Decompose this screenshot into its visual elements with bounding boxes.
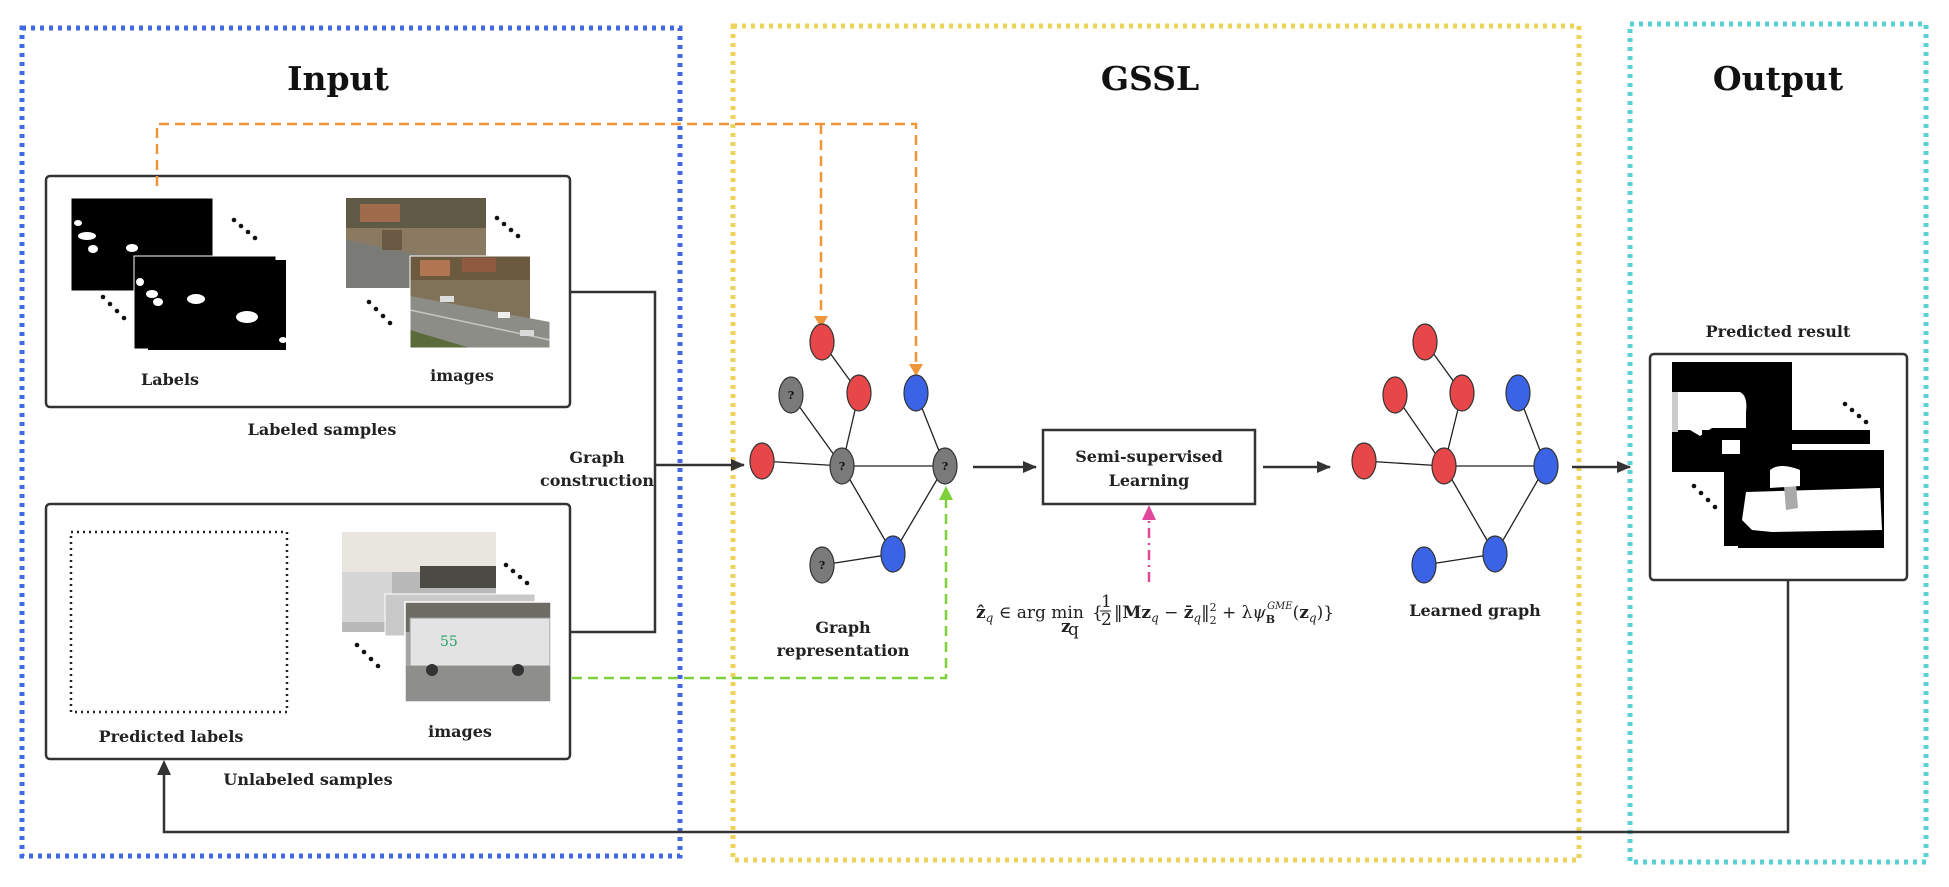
ssl-box-label: Semi-supervised	[1075, 447, 1223, 466]
labeled-images-caption: images	[430, 366, 494, 385]
orange-arrowhead-1	[814, 316, 828, 328]
svg-text:ẑq ∈ arg min: ẑq ∈ arg min	[976, 603, 1084, 625]
output-title: Output	[1713, 59, 1844, 98]
svg-text:2: 2	[1101, 610, 1112, 630]
unlabeled-to-graph-connector	[570, 465, 657, 634]
learned-graph	[1351, 323, 1559, 584]
svg-text:z: z	[1061, 617, 1071, 637]
labeled-to-graph-connector	[570, 290, 657, 465]
orange-arrowhead-2	[909, 364, 923, 376]
feedback-loop-arrow	[162, 580, 1790, 834]
svg-text:q: q	[1068, 620, 1079, 640]
graph-representation-caption-2: representation	[777, 641, 910, 660]
input-title: Input	[287, 59, 389, 98]
svg-text:{: {	[1092, 603, 1103, 623]
graph-representation: ? ? ? ?	[749, 323, 958, 584]
node-unknown-3: ?	[942, 460, 948, 473]
predicted-result-caption: Predicted result	[1706, 322, 1851, 341]
graph-construction-label-2: construction	[540, 471, 654, 490]
labels-caption: Labels	[141, 370, 199, 389]
ssl-box	[1041, 428, 1257, 506]
node-unknown-4: ?	[819, 559, 825, 572]
green-image-arrow	[572, 496, 948, 680]
pink-arrowhead	[1142, 505, 1156, 520]
gssl-section-border	[730, 23, 1582, 863]
svg-text:1: 1	[1101, 592, 1112, 612]
feedback-arrowhead	[157, 760, 171, 775]
ssl-box-label-2: Learning	[1109, 471, 1190, 490]
learned-graph-caption: Learned graph	[1409, 601, 1541, 620]
graph-construction-label: Graph	[569, 448, 625, 467]
unlabeled-images-stack: 55	[342, 532, 552, 703]
labeled-samples-caption: Labeled samples	[248, 420, 397, 439]
gssl-title: GSSL	[1101, 59, 1199, 98]
green-arrowhead	[939, 486, 953, 500]
node-unknown-1: ?	[788, 389, 794, 402]
labeled-images-stack	[346, 198, 551, 349]
output-section-border	[1627, 21, 1929, 865]
graph-representation-caption: Graph	[815, 618, 871, 637]
svg-text:55: 55	[440, 634, 458, 650]
predicted-result-masks	[1672, 362, 1884, 548]
orange-label-arrow	[155, 122, 918, 324]
predicted-labels-caption: Predicted labels	[99, 727, 244, 746]
unlabeled-images-caption: images	[428, 722, 492, 741]
svg-text:‖Mzq − z̄q‖22 + λψBGME(zq)}: ‖Mzq − z̄q‖22 + λψBGME(zq)}	[1114, 601, 1334, 627]
input-section-border	[19, 25, 683, 859]
label-masks-stack	[70, 197, 287, 350]
unlabeled-samples-caption: Unlabeled samples	[223, 770, 392, 789]
node-unknown-2: ?	[839, 460, 845, 473]
predicted-labels-placeholder	[69, 530, 289, 714]
